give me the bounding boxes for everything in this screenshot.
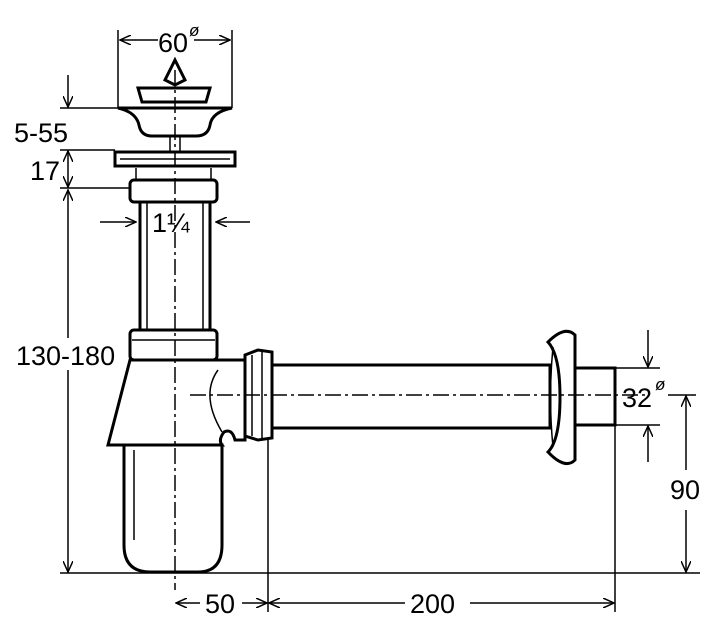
label-outlet-diameter: 32: [622, 383, 652, 413]
trap-body: [106, 348, 274, 574]
label-waste-diameter: 60: [158, 28, 188, 58]
label-outlet-height: 90: [670, 475, 700, 505]
vertical-pipe: [113, 150, 237, 362]
label-flange-height: 17: [30, 156, 60, 186]
label-outlet-diameter-symbol: ø: [655, 375, 665, 394]
label-thread-size: 1¼: [152, 208, 190, 238]
dimension-lines: [68, 40, 686, 603]
label-offset-to-nut: 50: [205, 589, 235, 619]
label-diameter-symbol: ø: [189, 21, 199, 40]
label-plug-stroke: 5-55: [14, 118, 68, 148]
label-trap-height: 130-180: [16, 341, 115, 371]
outlet-pipe: [268, 329, 617, 466]
label-pipe-length: 200: [410, 589, 455, 619]
